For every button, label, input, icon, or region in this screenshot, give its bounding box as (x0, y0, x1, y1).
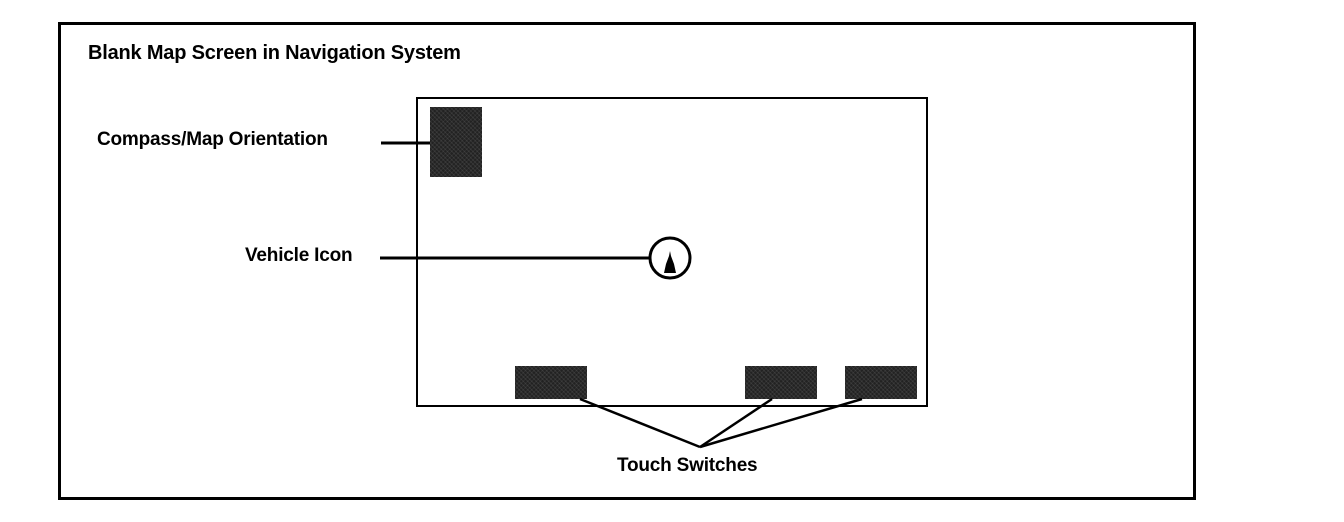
touch-switch-left (515, 366, 587, 399)
diagram-title: Blank Map Screen in Navigation System (88, 42, 461, 64)
touch-switch-middle (745, 366, 817, 399)
touch-switch-right (845, 366, 917, 399)
compass-label: Compass/Map Orientation (97, 129, 328, 150)
touch-switches-label: Touch Switches (617, 455, 758, 476)
vehicle-icon-label: Vehicle Icon (245, 245, 353, 266)
compass-map-orientation-icon (430, 107, 482, 177)
diagram-frame (58, 22, 1196, 500)
map-screen (416, 97, 928, 407)
